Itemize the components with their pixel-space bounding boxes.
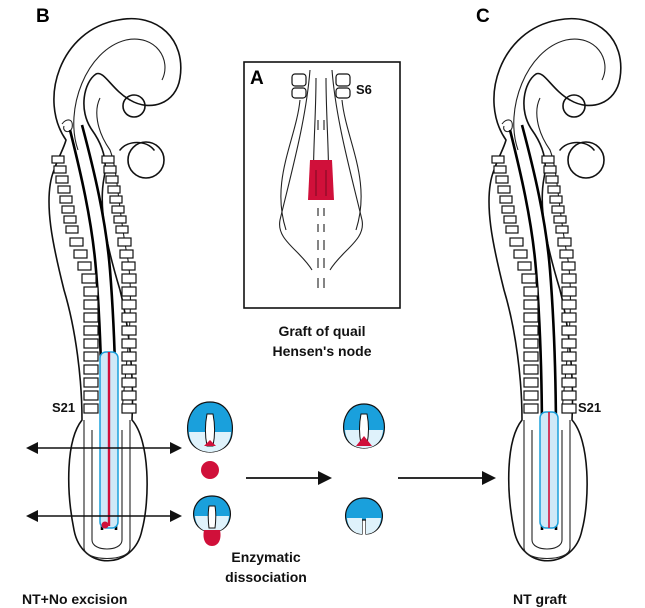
panel-b-eye: [123, 95, 145, 117]
panel-c-embryo: C: [476, 6, 621, 607]
panel-a: A S6 Graft of quail Hensen's node: [244, 62, 400, 359]
panel-a-graft: [308, 160, 334, 200]
process-caption-line2: dissociation: [225, 569, 307, 585]
process-arrow-2: [398, 471, 496, 485]
panel-a-somite: [336, 88, 350, 98]
panel-c-eye: [563, 95, 585, 117]
process-caption-line1: Enzymatic: [231, 549, 300, 565]
excised-section-upper: [188, 402, 233, 479]
panel-c-somite-label: S21: [578, 400, 601, 415]
panel-c-letter: C: [476, 6, 490, 27]
process-cross-sections: Enzymatic dissociation: [188, 402, 496, 585]
panel-b-somites: [52, 156, 136, 413]
panel-c-heart: [568, 142, 604, 178]
panel-c-caption: NT graft: [513, 591, 567, 607]
panel-b-caption: NT+No excision: [22, 591, 127, 607]
panel-b-embryo: B: [22, 6, 182, 607]
panel-a-letter: A: [250, 68, 264, 89]
panel-a-somite: [292, 88, 306, 98]
panel-a-somite: [336, 74, 350, 86]
panel-b-node: [102, 522, 109, 529]
process-arrow-1: [246, 471, 332, 485]
excised-section-lower: [194, 496, 231, 546]
panel-a-caption-line2: Hensen's node: [272, 343, 371, 359]
panel-b-heart: [128, 142, 164, 178]
panel-c-somites: [492, 156, 576, 413]
panel-a-caption-line1: Graft of quail: [278, 323, 365, 339]
panel-b-somite-label: S21: [52, 400, 75, 415]
panel-a-somite-label: S6: [356, 82, 372, 97]
panel-b-letter: B: [36, 6, 50, 27]
panel-a-somite: [292, 74, 306, 86]
dissociated-section-upper: [344, 404, 385, 448]
dissociated-section-lower: [346, 498, 383, 534]
